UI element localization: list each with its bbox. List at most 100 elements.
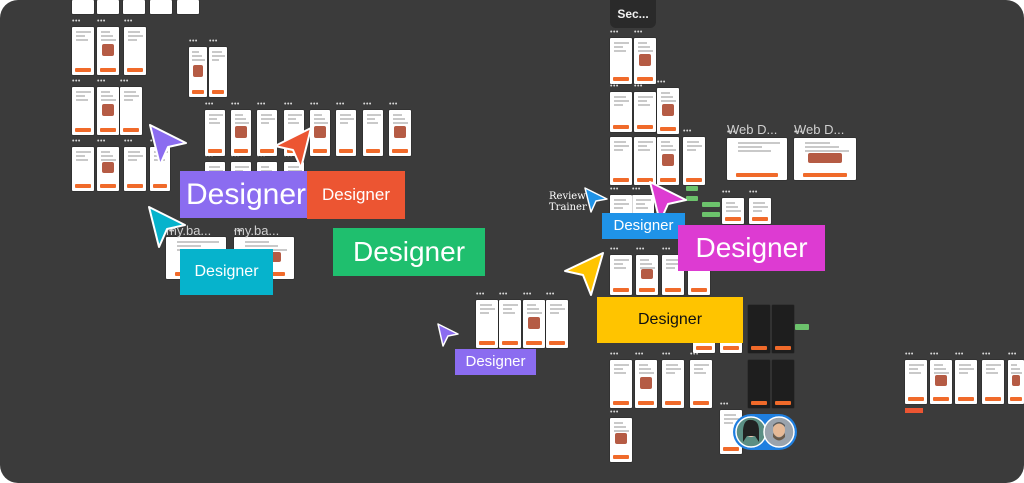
frame-dots: ••• [634,29,643,36]
design-frame-dark[interactable] [748,360,770,408]
design-frame[interactable] [120,87,142,135]
design-frame[interactable] [662,360,684,408]
cursor-blue-icon [584,187,608,213]
design-frame-dark[interactable] [748,305,770,353]
frame-dots: ••• [1008,351,1017,358]
design-frame-dark[interactable] [772,305,794,353]
frame-dots: ••• [209,38,218,45]
design-frame[interactable] [636,255,658,295]
status-chip [686,196,698,201]
frame-dots: ••• [234,228,243,235]
frame-dots: ••• [690,351,699,358]
cursor-orange-icon [274,127,312,169]
design-frame[interactable] [189,47,207,97]
design-frame[interactable] [97,27,119,75]
design-frame[interactable] [610,137,632,185]
design-frame[interactable] [209,47,227,97]
review-note-line: Review [549,191,586,202]
collaborator-tag: Designer [602,213,685,239]
design-frame[interactable] [124,147,146,191]
design-frame-dark[interactable] [772,360,794,408]
design-frame[interactable] [97,147,119,191]
design-frame[interactable] [72,147,94,191]
frame-dots: ••• [231,101,240,108]
design-frame[interactable] [499,300,521,348]
design-frame[interactable] [336,110,356,156]
cursor-purple-icon [149,124,187,166]
design-frame[interactable] [363,110,383,156]
design-frame[interactable] [610,360,632,408]
design-frame[interactable] [205,110,225,156]
design-frame[interactable] [97,87,119,135]
design-frame[interactable] [72,27,94,75]
design-frame[interactable] [546,300,568,348]
design-frame[interactable] [955,360,977,404]
design-frame[interactable] [657,137,679,185]
frame-label[interactable]: my.ba... [234,223,280,238]
status-chip [702,202,720,207]
frame-dots: ••• [499,291,508,298]
design-frame[interactable] [905,360,927,404]
frame-dots: ••• [205,153,214,160]
design-frame[interactable] [690,360,712,408]
collaborator-tag: Designer [307,171,405,219]
design-frame[interactable] [72,0,94,14]
design-frame[interactable] [610,38,632,84]
frame-dots: ••• [610,29,619,36]
design-frame[interactable] [1008,360,1024,404]
design-frame[interactable] [150,0,172,14]
design-frame[interactable] [310,110,330,156]
design-frame[interactable] [72,87,94,135]
design-frame[interactable] [634,137,656,185]
design-frame[interactable] [231,110,251,156]
collaborator-tag: Designer [333,228,485,276]
frame-dots: ••• [257,153,266,160]
frame-dots: ••• [310,101,319,108]
design-frame[interactable] [523,300,545,348]
design-frame[interactable] [749,198,771,224]
design-frame[interactable] [97,0,119,14]
frame-dots: ••• [72,18,81,25]
design-frame[interactable] [635,360,657,408]
design-frame[interactable] [177,0,199,14]
section-title-tab[interactable]: Sec... [610,0,656,28]
design-frame[interactable] [683,137,705,185]
design-frame[interactable] [722,198,744,224]
frame-label[interactable]: Web D... [794,122,845,137]
presence-avatars[interactable] [733,414,797,450]
design-frame[interactable] [982,360,1004,404]
frame-dots: ••• [610,186,619,193]
design-frame[interactable] [257,110,277,156]
design-frame[interactable] [794,138,856,180]
frame-dots: ••• [120,78,129,85]
design-frame[interactable] [610,255,632,295]
design-frame[interactable] [124,27,146,75]
frame-dots: ••• [635,351,644,358]
frame-dots: ••• [189,38,198,45]
design-frame[interactable] [930,360,952,404]
frame-dots: ••• [389,101,398,108]
status-chip [702,212,720,217]
design-frame[interactable] [610,92,632,132]
design-frame[interactable] [634,38,656,84]
avatar-woman[interactable] [735,416,767,448]
frame-dots: ••• [794,129,803,136]
design-frame[interactable] [727,138,787,180]
design-frame[interactable] [610,418,632,462]
design-frame[interactable] [389,110,411,156]
avatar-man[interactable] [763,416,795,448]
design-frame[interactable] [123,0,145,14]
design-frame[interactable] [476,300,498,348]
frame-dots: ••• [636,246,645,253]
frame-label[interactable]: Web D... [727,122,778,137]
frame-dots: ••• [727,129,736,136]
frame-dots: ••• [634,83,643,90]
status-chip [686,186,698,191]
design-frame[interactable] [634,92,656,132]
frame-dots: ••• [336,101,345,108]
cursor-cyan-icon [148,206,186,248]
design-frame[interactable] [657,88,679,134]
frame-dots: ••• [546,291,555,298]
frame-dots: ••• [955,351,964,358]
